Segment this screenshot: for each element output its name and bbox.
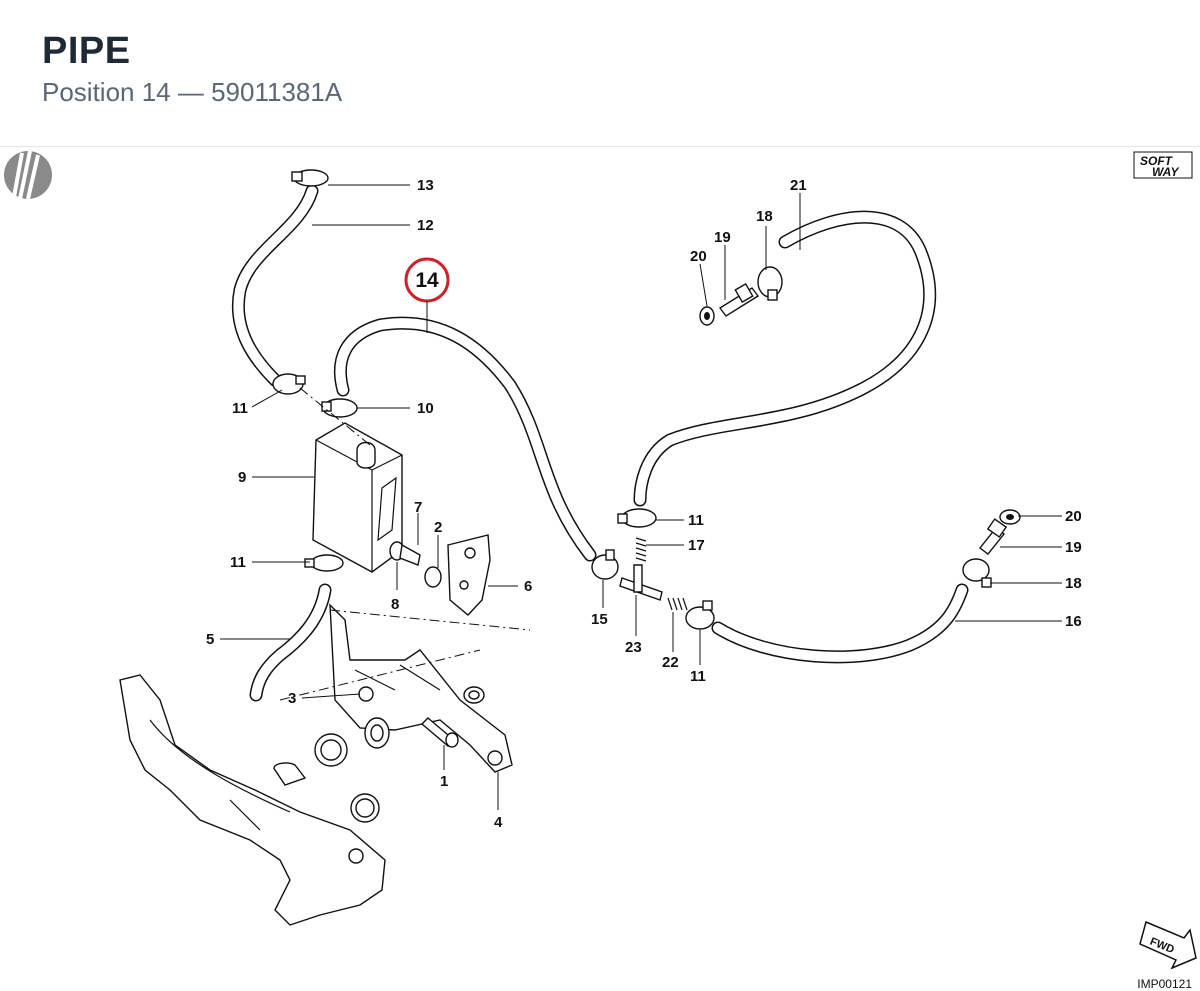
part-subtitle: Position 14 — 59011381A <box>42 77 343 107</box>
clamp-11-mid <box>304 554 344 572</box>
hose-5 <box>249 583 332 702</box>
callout-8: 8 <box>391 596 399 613</box>
grommet <box>364 717 390 749</box>
exploded-parts-diagram: SOFT WAY <box>4 150 1197 970</box>
softway-logo: SOFT WAY <box>1133 151 1193 179</box>
callout-16: 16 <box>1065 613 1082 630</box>
callout-23: 23 <box>625 639 642 656</box>
diagram-reference-code: IMP00121 <box>1137 977 1192 991</box>
clamp-18-top <box>757 266 783 301</box>
fitting-19-20-top <box>699 282 760 326</box>
callout-10: 10 <box>417 400 434 417</box>
hose-12 <box>232 184 319 387</box>
callout-17: 17 <box>688 537 705 554</box>
clamp-10 <box>321 398 358 418</box>
logo-line-2: WAY <box>1152 165 1179 179</box>
bracket-2-6 <box>447 534 491 616</box>
callout-6: 6 <box>524 578 532 595</box>
spring-22 <box>667 597 688 611</box>
fitting-19-20-right <box>979 509 1021 555</box>
clamp-11-right <box>617 508 657 528</box>
callout-19: 19 <box>714 229 731 246</box>
callout-19: 19 <box>1065 539 1082 556</box>
callout-12: 12 <box>417 217 434 234</box>
assembly-line-2 <box>329 609 531 631</box>
callout-labels: 13 12 11 10 9 7 2 6 11 8 5 3 1 4 21 19 1… <box>206 177 1082 831</box>
callout-18: 18 <box>1065 575 1082 592</box>
callout-5: 5 <box>206 631 214 648</box>
highlight-callout-14[interactable]: 14 <box>404 257 450 303</box>
callout-7: 7 <box>414 499 422 516</box>
callout-14-text: 14 <box>415 269 439 292</box>
callout-13: 13 <box>417 177 434 194</box>
callout-11: 11 <box>688 512 704 529</box>
callout-20: 20 <box>690 248 707 265</box>
washer <box>463 686 485 704</box>
callout-21: 21 <box>790 177 807 194</box>
clamp-13 <box>291 169 329 187</box>
callout-11: 11 <box>230 554 246 571</box>
clamp-18-right <box>962 558 992 588</box>
callout-11: 11 <box>690 668 706 685</box>
hose-21 <box>633 210 937 507</box>
callout-22: 22 <box>662 654 679 671</box>
bracket-4 <box>329 603 513 773</box>
canister-9 <box>312 422 403 573</box>
clamp-11-lower <box>685 600 715 630</box>
callout-18: 18 <box>756 208 773 225</box>
frame-footrest-plate <box>119 674 386 926</box>
callout-20: 20 <box>1065 508 1082 525</box>
callout-4: 4 <box>494 814 503 831</box>
assembly-line-3 <box>279 649 481 701</box>
bolt-3 <box>358 686 374 702</box>
callout-leaders <box>220 184 1062 810</box>
callout-15: 15 <box>591 611 608 628</box>
fwd-arrow-icon: FWD <box>1139 920 1197 970</box>
clamp-11-top <box>272 373 306 395</box>
callout-9: 9 <box>238 469 246 486</box>
assembly-line-1 <box>299 387 371 446</box>
callout-11: 11 <box>232 400 248 417</box>
hose-16 <box>711 583 969 664</box>
callout-2: 2 <box>434 519 442 536</box>
hose-14-pipe <box>333 316 597 562</box>
valve-7-8 <box>389 541 442 588</box>
logo-line-1: SOFT <box>1140 154 1174 168</box>
header: PIPE Position 14 — 59011381A <box>0 0 1200 147</box>
tee-fitting-23 <box>619 564 663 601</box>
page-title: PIPE <box>42 30 131 72</box>
callout-3: 3 <box>288 690 296 707</box>
corner-badge-icon <box>4 150 52 200</box>
clamp-15 <box>591 549 619 580</box>
bolt-1 <box>420 717 459 748</box>
spring-17 <box>635 537 647 562</box>
callout-1: 1 <box>440 773 448 790</box>
